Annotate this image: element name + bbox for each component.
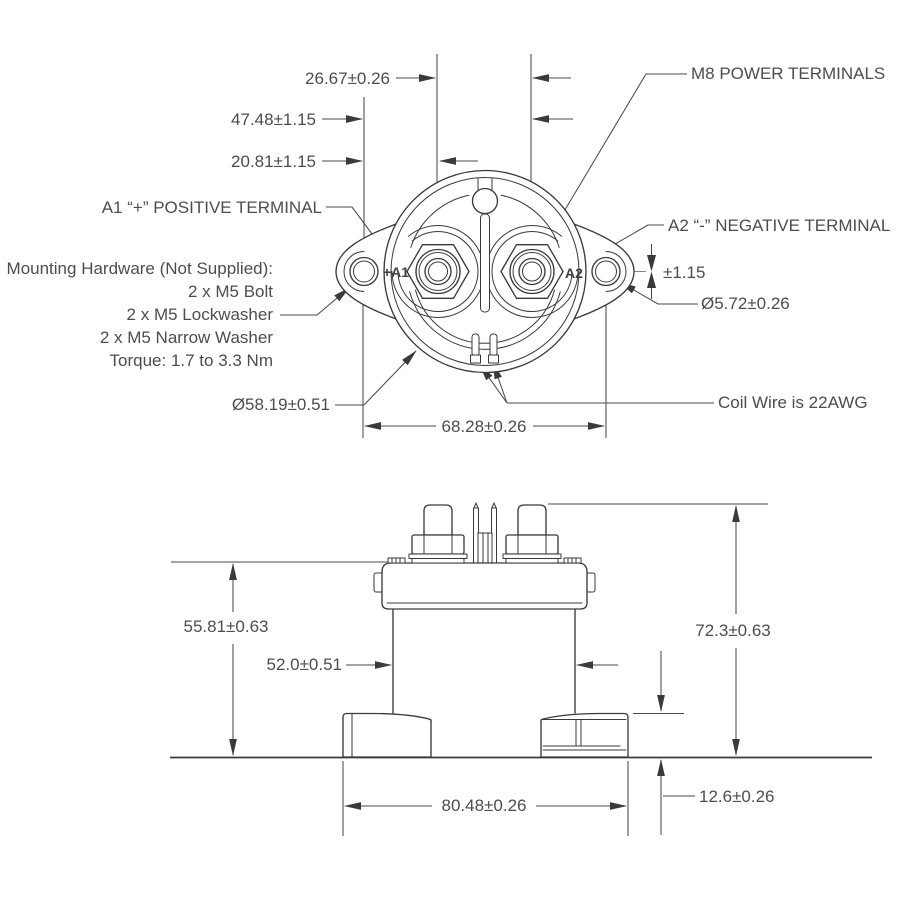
mounting-holes — [343, 251, 627, 292]
relay-cover — [373, 557, 596, 610]
side-view-dimensions — [229, 505, 740, 836]
terminal-stud-a2-side — [502, 504, 562, 564]
side-view: 55.81±0.63 72.3±0.63 52.0±0.51 80.48±0.2… — [170, 502, 872, 836]
vertical-tolerance-symbol — [647, 244, 656, 299]
note-mounting-hardware-line: 2 x M5 Lockwasher — [127, 305, 274, 324]
note-mounting-hardware-line: 2 x M5 Bolt — [188, 282, 273, 301]
power-terminal-a2 — [500, 243, 564, 300]
dim-vertical-tolerance: ±1.15 — [663, 263, 705, 282]
cover-serrations — [387, 557, 582, 564]
cover-channels — [391, 194, 579, 350]
terminal-stud-a1-side — [408, 504, 468, 564]
top-view-dimension-arrows — [322, 74, 573, 165]
label-a2-negative-terminal: A2 “-” NEGATIVE TERMINAL — [668, 216, 890, 235]
dim-hole-to-near-terminal: 20.81±1.15 — [231, 152, 316, 171]
note-mounting-hardware-line: 2 x M5 Narrow Washer — [100, 328, 274, 347]
note-mounting-hardware-line: Mounting Hardware (Not Supplied): — [7, 259, 273, 278]
top-view: 26.67±0.26 47.48±1.15 20.81±1.15 M8 POWE… — [7, 54, 890, 438]
dim-overall-height: 72.3±0.63 — [695, 621, 771, 640]
note-mounting-hardware-line: Torque: 1.7 to 3.3 Nm — [110, 351, 273, 370]
base-flange — [342, 712, 629, 758]
coil-pins-side — [473, 502, 497, 564]
cover-rim — [390, 177, 580, 366]
marking-a1: +A1 — [383, 264, 409, 280]
dim-mounting-hole-spacing: 68.28±0.26 — [442, 417, 527, 436]
label-m8-power-terminals: M8 POWER TERMINALS — [691, 64, 885, 83]
label-a1-positive-terminal: A1 “+” POSITIVE TERMINAL — [102, 198, 322, 217]
dim-mounting-hole-diameter: Ø5.72±0.26 — [701, 294, 790, 313]
dim-body-width: 52.0±0.51 — [266, 655, 342, 674]
dim-cover-height: 55.81±0.63 — [184, 617, 269, 636]
side-view-body — [392, 608, 576, 714]
mounting-ears — [335, 223, 635, 320]
dim-flange-height: 12.6±0.26 — [699, 787, 775, 806]
dim-flange-width: 80.48±0.26 — [442, 796, 527, 815]
note-coil-wire: Coil Wire is 22AWG — [718, 393, 868, 412]
coil-pins-top — [470, 333, 499, 364]
dim-hole-to-far-terminal: 47.48±1.15 — [231, 110, 316, 129]
dim-body-diameter: Ø58.19±0.51 — [232, 395, 330, 414]
marking-a2: A2 — [565, 265, 583, 281]
dim-terminal-spacing: 26.67±0.26 — [305, 69, 390, 88]
power-terminal-a1 — [406, 243, 470, 300]
center-vent-and-slot — [471, 177, 499, 313]
